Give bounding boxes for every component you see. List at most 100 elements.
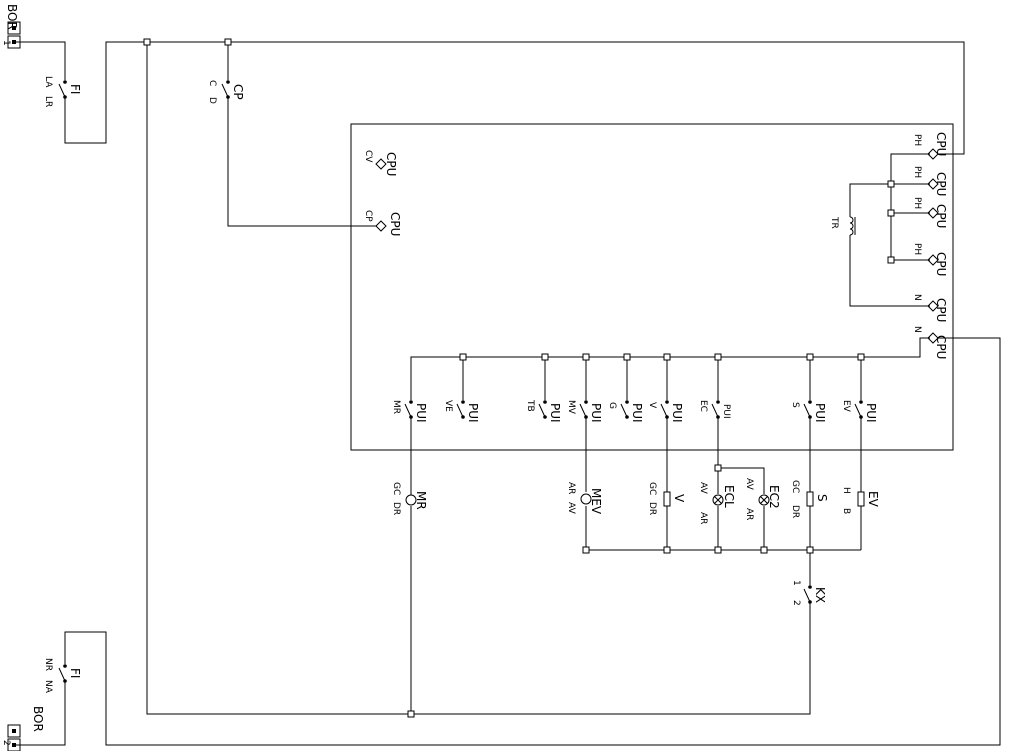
fuse-fi-top: FI LA LR — [43, 76, 82, 107]
pui-switch-ec: PUI EC — [698, 400, 731, 419]
switch-pin: S — [790, 402, 800, 408]
switch-pin: D — [207, 97, 217, 104]
pui-switch-ve: PUI VE — [443, 400, 480, 423]
fuse-pin: NA — [43, 680, 53, 694]
junction — [806, 546, 814, 554]
switch-pin: MR — [391, 400, 401, 414]
port-pin: N — [912, 294, 922, 301]
port-pin: PH — [912, 197, 922, 209]
switch-pin: VE — [443, 400, 453, 412]
junction — [760, 546, 768, 554]
switch-name: PUI — [589, 403, 603, 423]
junction — [887, 180, 895, 188]
switch-pin: G — [607, 402, 617, 409]
load-name: MEV — [589, 488, 603, 515]
junction — [582, 546, 590, 554]
switch-name: PUI — [864, 403, 878, 423]
load-pin: AR — [744, 508, 754, 520]
terminal-pin: 1 — [1, 40, 11, 46]
load-pin: DR — [790, 505, 800, 518]
switch-pin: EV — [841, 400, 851, 413]
junction — [887, 256, 895, 264]
junction — [623, 353, 631, 361]
switch-name: KX — [813, 587, 827, 603]
port-name: CPU — [384, 152, 398, 176]
load-pin: GC — [647, 482, 657, 495]
load-pin: GC — [790, 480, 800, 493]
cpu-port-cp: CPU CP — [363, 210, 402, 236]
junction — [887, 209, 895, 217]
load-ev-resistor: EV H B — [841, 487, 880, 514]
junction — [541, 353, 549, 361]
junction — [714, 546, 722, 554]
terminal-bor-2: BOR 2 — [1, 706, 45, 751]
terminal-name: BOR — [5, 4, 19, 30]
fuse-name: FI — [68, 668, 82, 678]
cpu-port-ph-3: CPU PH — [912, 197, 948, 228]
load-pin: AR — [698, 512, 708, 524]
cpu-port-cv: CPU CV — [363, 150, 398, 176]
load-pin: B — [841, 508, 851, 514]
switch-name: PUI — [466, 403, 480, 423]
port-name: CPU — [388, 212, 402, 236]
switch-pin: 1 — [791, 580, 801, 586]
load-pin: DR — [647, 502, 657, 515]
load-s-resistor: S GC DR — [790, 480, 829, 518]
switch-kx: KX 1 2 — [791, 580, 827, 606]
port-pin: CV — [363, 150, 373, 163]
load-mr-motor: MR GC DR — [391, 482, 428, 515]
load-name: S — [815, 494, 829, 502]
load-name: MR — [414, 491, 428, 510]
fuse-pin: LR — [43, 96, 53, 107]
cpu-port-ph-4: CPU PH — [912, 243, 948, 276]
cpu-port-n-2: CPU N — [912, 326, 948, 359]
port-name: CPU — [934, 335, 948, 359]
transformer-name: TR — [829, 216, 839, 229]
junction — [806, 353, 814, 361]
switch-name: PUI — [721, 404, 731, 419]
switch-name: PUI — [670, 403, 684, 423]
switch-pin: C — [207, 80, 217, 86]
load-pin: H — [841, 487, 851, 494]
junction — [857, 353, 865, 361]
control-board-outline — [350, 123, 954, 451]
port-name: CPU — [934, 204, 948, 228]
junction — [714, 464, 722, 472]
pui-switch-tb: PUI TB — [525, 399, 562, 423]
pui-switch-s: PUI S — [790, 400, 827, 423]
terminal-bor-1: BOR 1 — [1, 4, 21, 49]
load-ecl-lamp: ECL AV AR — [698, 482, 736, 524]
switch-pin: EC — [698, 400, 708, 412]
terminal-name: BOR — [31, 706, 45, 732]
port-pin: N — [912, 326, 922, 333]
switch-pin: V — [647, 402, 657, 409]
port-name: CPU — [934, 132, 948, 156]
load-pin: GC — [391, 482, 401, 495]
junctions — [143, 38, 895, 718]
pui-switch-g: PUI G — [607, 400, 644, 423]
cpu-port-n-1: CPU N — [912, 294, 948, 322]
cpu-port-ph-1: CPU PH — [912, 132, 948, 160]
terminal-pin: 2 — [1, 740, 11, 746]
switch-name: PUI — [813, 403, 827, 423]
fuse-name: FI — [68, 84, 82, 94]
switch-cp: CP C D — [207, 80, 245, 104]
wires — [14, 41, 1001, 746]
load-pin: AV — [744, 478, 754, 491]
junction — [224, 38, 232, 46]
cpu-port-ph-2: CPU PH — [912, 166, 948, 196]
junction — [143, 38, 151, 46]
switch-pin: MV — [566, 400, 576, 415]
switch-pin: TB — [525, 399, 535, 412]
junction — [714, 353, 722, 361]
transformer-tr: TR — [829, 216, 856, 236]
switch-name: CP — [231, 84, 245, 100]
port-name: CPU — [934, 252, 948, 276]
port-pin: CP — [363, 210, 373, 222]
port-pin: PH — [912, 243, 922, 255]
port-name: CPU — [934, 172, 948, 196]
load-name: V — [672, 494, 686, 503]
port-pin: PH — [912, 134, 922, 146]
load-pin: AV — [566, 502, 576, 515]
load-mev-motor: MEV AR AV — [566, 482, 603, 515]
